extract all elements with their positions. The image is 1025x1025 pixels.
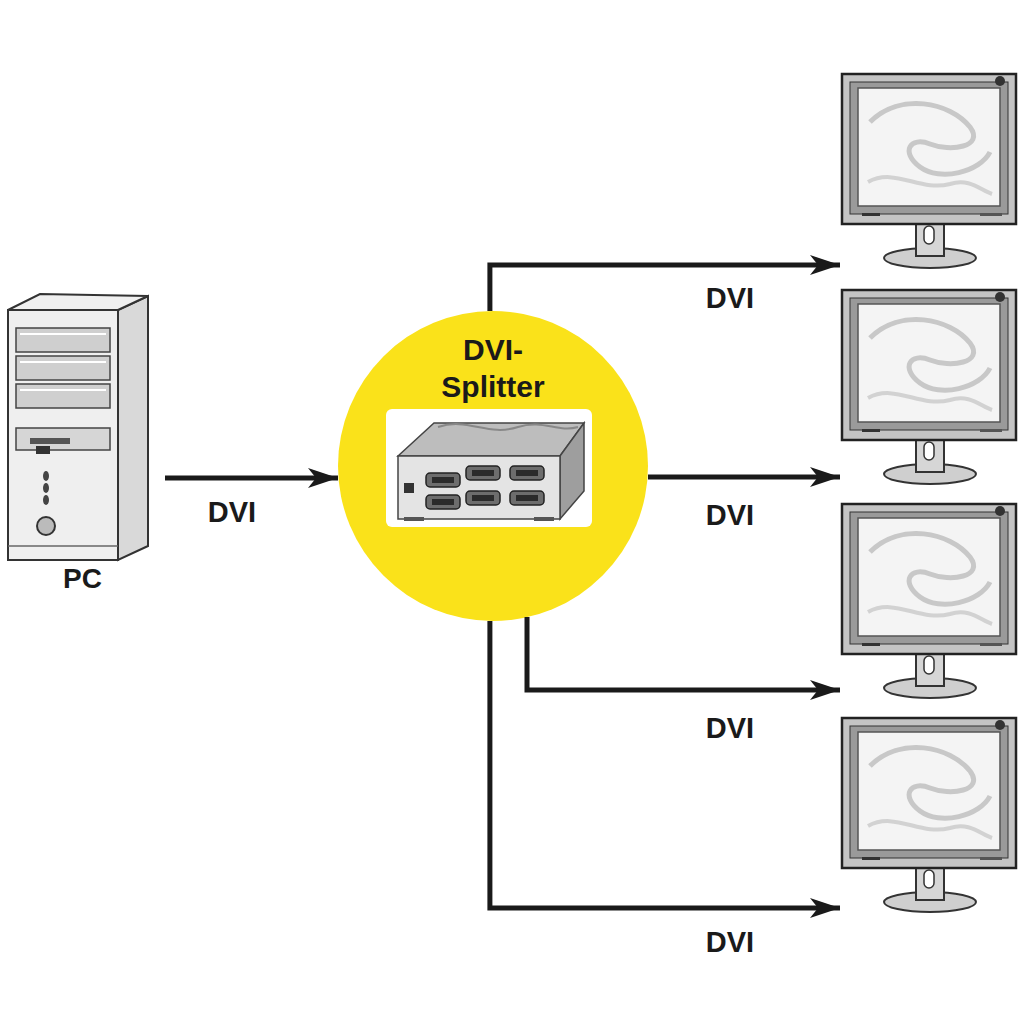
dvi-cable (490, 621, 840, 908)
monitor (840, 72, 1018, 272)
monitor-illustration (840, 502, 1018, 702)
dvi-cable (648, 475, 840, 480)
pc-tower (8, 294, 148, 560)
cable-label: DVI (706, 926, 754, 958)
pc-illustration (0, 288, 165, 598)
dvi-cable (490, 265, 840, 311)
monitor-illustration (840, 72, 1018, 272)
dvi-cable (165, 476, 338, 481)
node-label: PC (0, 563, 165, 595)
cable-label: DVI (706, 282, 754, 314)
dvi-cable (527, 617, 840, 690)
monitor (840, 288, 1018, 488)
highlight-circle (338, 311, 648, 621)
cable-label: DVI (706, 712, 754, 744)
device-label: DVI- Splitter (408, 331, 578, 405)
computer-tower: PC (0, 288, 165, 598)
splitter-circle: DVI- Splitter (338, 311, 648, 621)
splitter-device (386, 409, 592, 527)
monitor (840, 502, 1018, 702)
monitor-illustration (840, 716, 1018, 916)
cable-label: DVI (208, 496, 256, 528)
monitor (840, 716, 1018, 916)
monitor-illustration (840, 288, 1018, 488)
cable-label: DVI (706, 499, 754, 531)
